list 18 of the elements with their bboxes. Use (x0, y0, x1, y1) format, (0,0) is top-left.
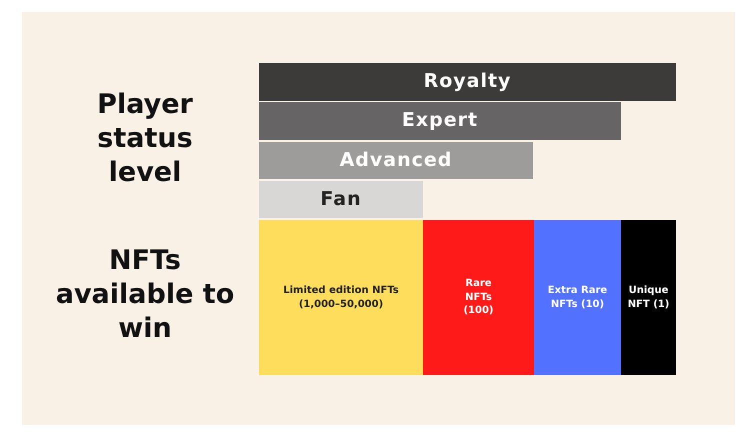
prize-text: Limited edition NFTs (1,000–50,000) (282, 284, 400, 311)
row-heading: Player status level (96, 88, 194, 190)
row-heading: NFTs available to win (54, 244, 236, 346)
status-bar (259, 181, 423, 218)
level-name: Expert (402, 108, 478, 134)
prize-block (259, 220, 423, 375)
level-name: Advanced (340, 148, 452, 173)
prize-text: Rare NFTs (100) (462, 277, 494, 318)
level-name: Royalty (424, 69, 512, 94)
prize-block (621, 220, 676, 375)
prize-text: Extra Rare NFTs (10) (546, 284, 608, 311)
prize-block (423, 220, 534, 375)
status-bar (259, 142, 533, 179)
status-bar (259, 63, 676, 101)
prize-block (534, 220, 621, 375)
status-bar (259, 102, 621, 140)
level-name: Fan (320, 186, 362, 212)
prize-text: Unique NFT (1) (626, 284, 670, 311)
